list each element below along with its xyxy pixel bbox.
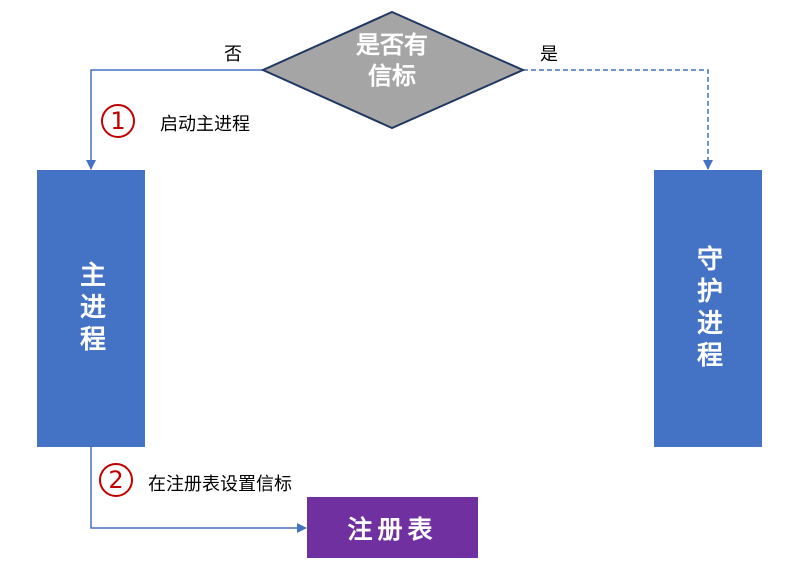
step-2-badge: 2 <box>99 463 133 497</box>
registry-arrow <box>90 447 307 533</box>
no-label: 否 <box>224 44 242 65</box>
yes-branch-arrow <box>523 69 713 170</box>
no-branch-arrow <box>86 69 263 170</box>
decision-line2: 信标 <box>368 62 416 90</box>
guard-process-label: 守护进程 <box>692 244 723 373</box>
step-1-badge: 1 <box>101 104 135 138</box>
yes-label: 是 <box>540 44 558 65</box>
guard-process-box: 守护进程 <box>654 170 762 447</box>
decision-text: 是否有信标 <box>332 30 452 92</box>
main-process-box: 主进程 <box>37 170 145 447</box>
decision-line1: 是否有 <box>356 31 428 59</box>
step-2-label: 在注册表设置信标 <box>148 474 292 495</box>
step-1-label: 启动主进程 <box>160 114 250 135</box>
registry-box: 注册表 <box>307 497 478 558</box>
main-process-label: 主进程 <box>75 260 106 357</box>
decision-diamond <box>260 10 526 130</box>
